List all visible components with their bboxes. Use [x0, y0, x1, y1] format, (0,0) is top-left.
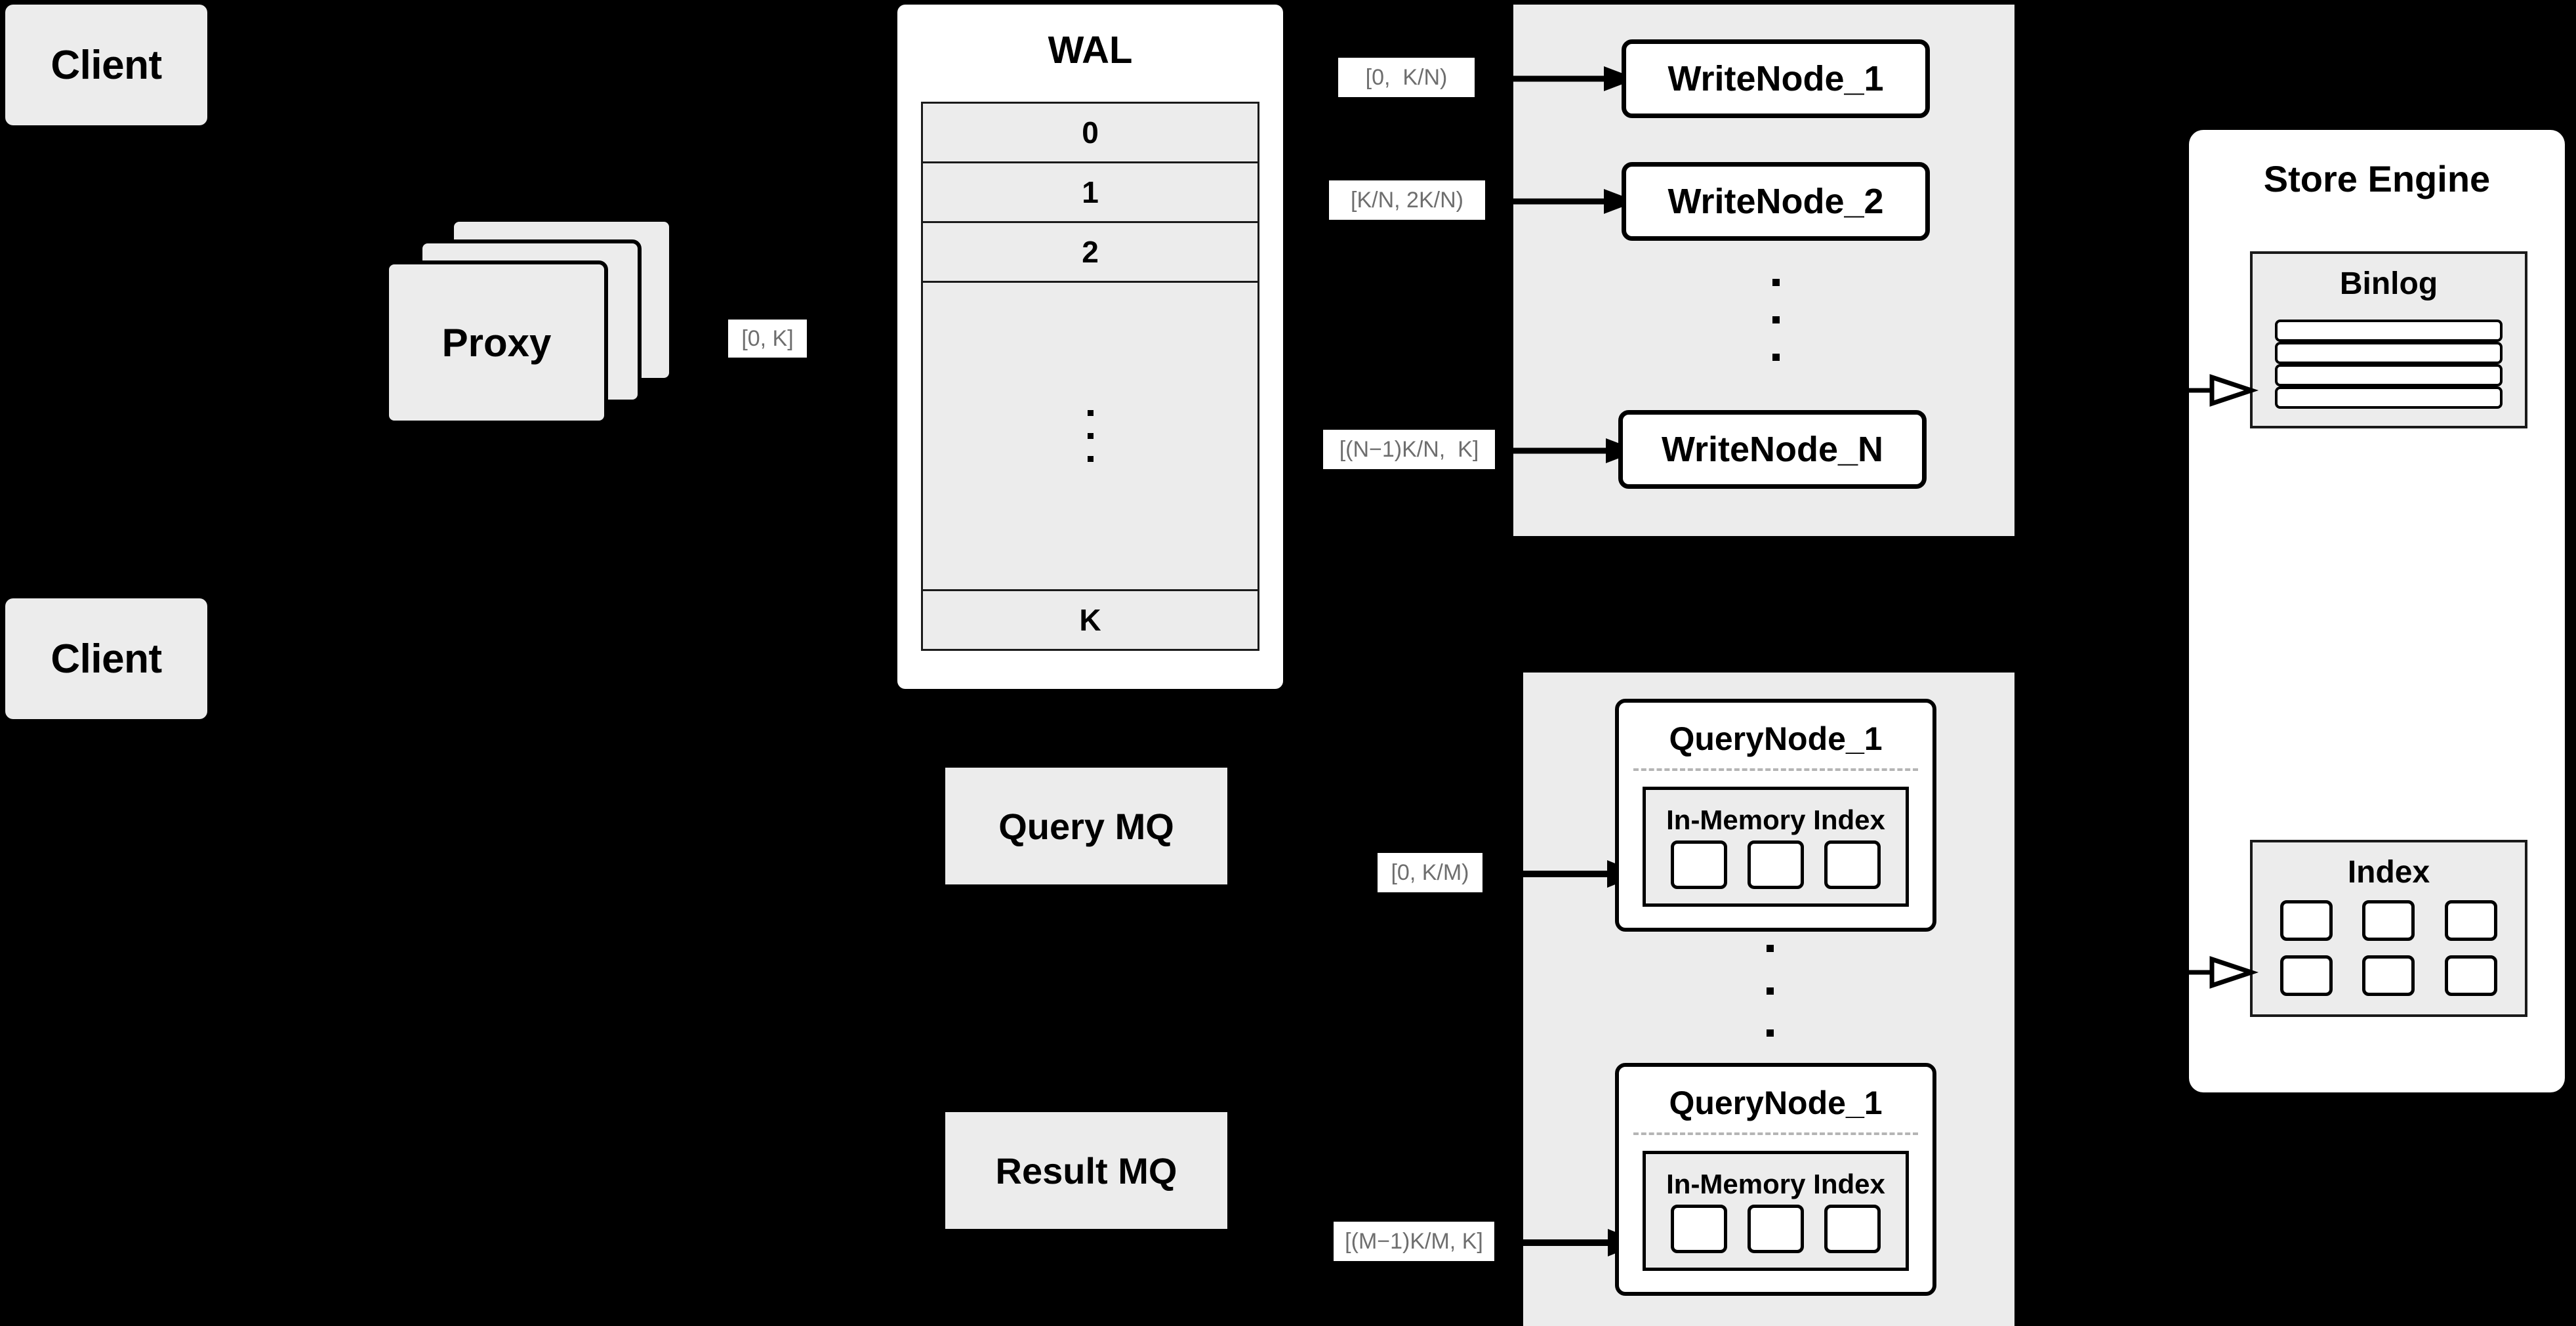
write-node-group-ellipsis [1768, 279, 1784, 361]
query-node-1-card[interactable]: QueryNode_1 In-Memory Index [1615, 699, 1936, 932]
index-panel: Index [2250, 840, 2527, 1017]
client-box-2[interactable]: Client [5, 598, 207, 719]
wal-row: K [923, 591, 1257, 649]
index-title: Index [2347, 855, 2430, 890]
index-cell [2362, 955, 2415, 996]
ellipsis-dot-icon [1772, 354, 1780, 361]
wal-row-value: 0 [1082, 115, 1099, 150]
wal-row: 1 [923, 163, 1257, 223]
query-node-group-ellipsis [1762, 945, 1778, 1037]
in-memory-index-cells [1666, 840, 1886, 889]
query-mq-box[interactable]: Query MQ [945, 768, 1227, 884]
write-node-2-range-label: [K/N, 2K/N) [1329, 180, 1485, 220]
binlog-bar [2275, 364, 2503, 386]
write-node-2-range-text: [K/N, 2K/N) [1351, 188, 1463, 213]
ellipsis-dot-icon [1772, 279, 1780, 286]
store-engine-title: Store Engine [2263, 158, 2491, 199]
binlog-panel: Binlog [2250, 251, 2527, 428]
proxy-range-text: [0, K] [741, 326, 794, 351]
write-node-n-label: WriteNode_N [1661, 430, 1884, 469]
query-node-2-range-text: [(M−1)K/M, K] [1345, 1229, 1483, 1254]
ellipsis-dot-icon [1766, 945, 1774, 952]
index-cell [2445, 900, 2498, 941]
query-mq-label: Query MQ [998, 805, 1174, 847]
write-node-n-range-text: [(N−1)K/N, K] [1339, 437, 1479, 462]
query-node-1-divider [1633, 768, 1918, 771]
in-memory-index-cell [1747, 1205, 1804, 1253]
write-node-n-card[interactable]: WriteNode_N [1618, 410, 1927, 489]
index-cell [2362, 900, 2415, 941]
arrow-to-binlog [2178, 374, 2259, 407]
wal-entry-table: 0 1 2 K [921, 102, 1259, 651]
ellipsis-dot-icon [1766, 1029, 1774, 1037]
wal-row: 2 [923, 223, 1257, 283]
arrow-to-write-node-2 [1490, 189, 1637, 214]
ellipsis-dot-icon [1087, 433, 1094, 439]
in-memory-index-cell [1824, 1205, 1881, 1253]
write-node-1-card[interactable]: WriteNode_1 [1622, 39, 1930, 118]
proxy-card-front[interactable]: Proxy [385, 260, 608, 425]
write-node-1-range-label: [0, K/N) [1338, 58, 1475, 97]
index-grid [2272, 899, 2505, 997]
query-node-2-in-memory-index: In-Memory Index [1643, 1151, 1909, 1271]
write-node-2-card[interactable]: WriteNode_2 [1622, 162, 1930, 241]
proxy-range-label: [0, K] [728, 320, 807, 358]
write-node-2-label: WriteNode_2 [1667, 182, 1884, 221]
result-mq-label: Result MQ [995, 1150, 1177, 1191]
ellipsis-dot-icon [1772, 316, 1780, 323]
wal-row-value: K [1079, 603, 1101, 637]
binlog-bars [2275, 320, 2503, 409]
binlog-bar [2275, 342, 2503, 364]
query-node-1-title: QueryNode_1 [1669, 720, 1883, 757]
in-memory-index-title: In-Memory Index [1666, 1169, 1885, 1199]
query-node-1-range-label: [0, K/M) [1378, 853, 1482, 892]
in-memory-index-title: In-Memory Index [1666, 804, 1885, 835]
arrow-to-write-node-1 [1479, 66, 1637, 91]
index-cell [2280, 955, 2333, 996]
wal-panel: WAL 0 1 2 K [897, 5, 1283, 689]
proxy-label: Proxy [441, 320, 552, 365]
ellipsis-dot-icon [1087, 410, 1094, 416]
query-node-2-card[interactable]: QueryNode_1 In-Memory Index [1615, 1063, 1936, 1296]
query-node-1-in-memory-index: In-Memory Index [1643, 787, 1909, 907]
wal-row: 0 [923, 104, 1257, 163]
in-memory-index-cell [1747, 840, 1804, 889]
in-memory-index-cell [1671, 840, 1728, 889]
result-mq-box[interactable]: Result MQ [945, 1112, 1227, 1229]
query-node-2-range-label: [(M−1)K/M, K] [1334, 1222, 1494, 1261]
client-box-1[interactable]: Client [5, 5, 207, 125]
client-1-label: Client [51, 42, 162, 88]
wal-title: WAL [1048, 29, 1133, 72]
wal-row-value: 2 [1082, 235, 1099, 269]
in-memory-index-cell [1824, 840, 1881, 889]
client-2-label: Client [51, 636, 162, 682]
query-node-1-range-text: [0, K/M) [1391, 860, 1469, 885]
index-cell [2280, 900, 2333, 941]
index-cell [2445, 955, 2498, 996]
write-node-1-range-text: [0, K/N) [1365, 65, 1448, 90]
in-memory-index-cells [1666, 1205, 1886, 1253]
query-node-2-divider [1633, 1132, 1918, 1135]
ellipsis-dot-icon [1766, 987, 1774, 995]
binlog-bar [2275, 386, 2503, 409]
binlog-bar [2275, 320, 2503, 342]
wal-row-value: 1 [1082, 175, 1099, 209]
in-memory-index-cell [1671, 1205, 1728, 1253]
ellipsis-dot-icon [1087, 456, 1094, 462]
binlog-title: Binlog [2339, 266, 2438, 301]
write-node-1-label: WriteNode_1 [1667, 59, 1884, 98]
query-node-2-title: QueryNode_1 [1669, 1085, 1883, 1121]
write-node-n-range-label: [(N−1)K/N, K] [1323, 430, 1495, 469]
store-engine-panel: Store Engine Binlog Index [2189, 130, 2565, 1092]
wal-row-ellipsis [923, 283, 1257, 591]
arrow-to-index [2178, 956, 2259, 989]
